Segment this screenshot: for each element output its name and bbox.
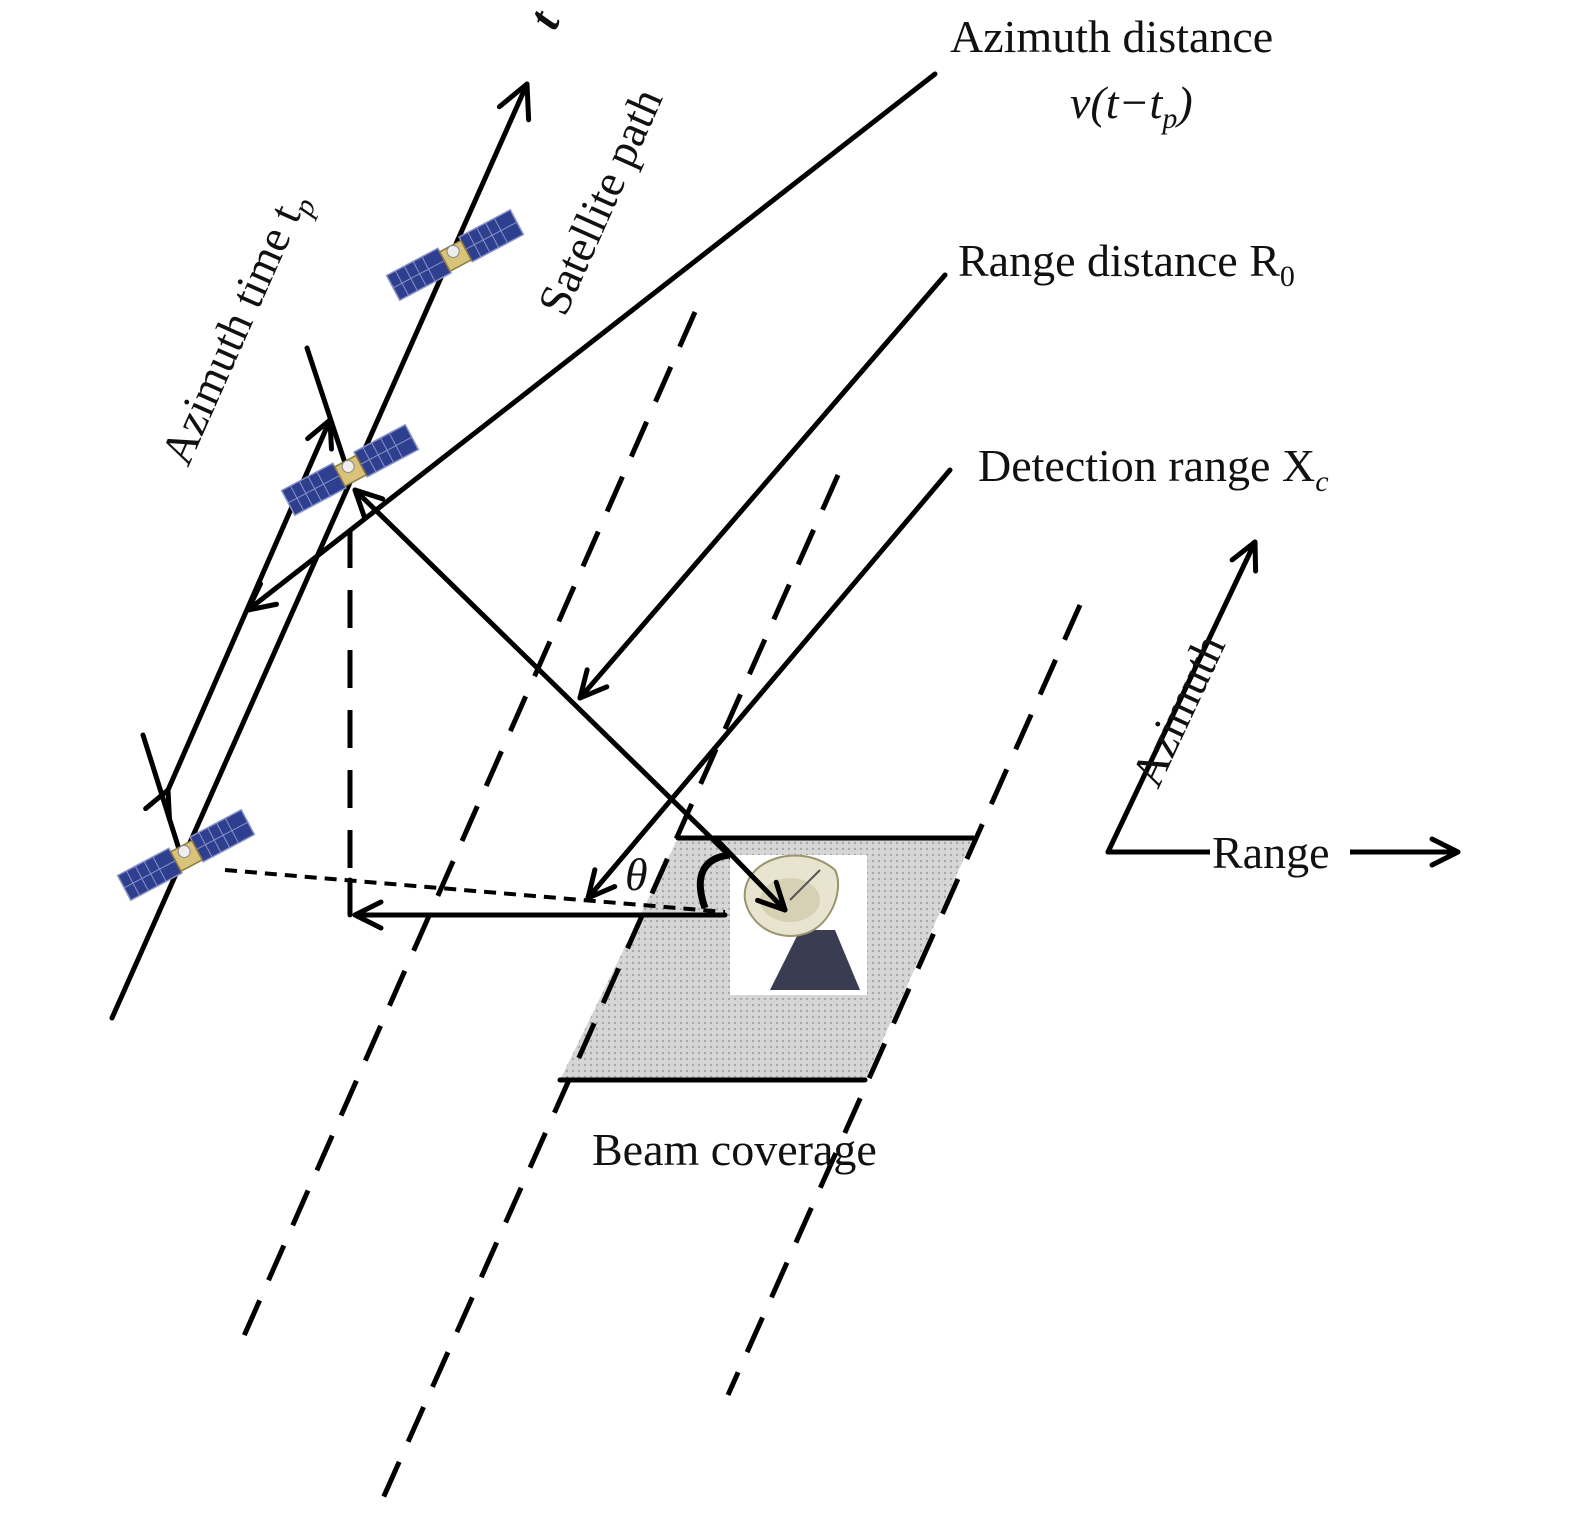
range-distance-label: Range distance R0: [958, 235, 1295, 293]
beam-coverage-label: Beam coverage: [592, 1124, 877, 1175]
azimuth-distance-label: Azimuth distance: [950, 11, 1273, 62]
detection-range-leader: [585, 467, 953, 901]
azimuth-distance-leader: [245, 71, 938, 613]
satellite-path-label: Satellite path: [528, 81, 673, 322]
theta-label: θ: [625, 849, 648, 900]
dashed-line-3: [725, 603, 1083, 1397]
theta-angle-arc: [696, 851, 731, 910]
azimuth-time-tick-bottom: [140, 732, 187, 868]
satellite-icon: [116, 809, 256, 901]
azimuth-distance-formula: v(t−tp): [1070, 77, 1193, 135]
azimuth-time-tick-top: [304, 345, 353, 481]
t-axis-label: t: [518, 2, 570, 36]
satellite-icon: [280, 424, 420, 516]
satellite-icon: [385, 209, 525, 301]
axis-azimuth-line: [1105, 539, 1259, 855]
range-label-bg: [1210, 830, 1350, 874]
dotted-baseline: [224, 868, 726, 914]
azimuth-time-label: Azimuth time tp: [151, 183, 323, 475]
range-distance-leader: [577, 272, 948, 701]
range-distance-line: [352, 487, 816, 940]
detection-range-label: Detection range Xc: [978, 440, 1329, 498]
axis-azimuth-label: Azimuth: [1121, 627, 1235, 794]
axis-range-label: Range: [1212, 827, 1330, 878]
range-arrow-to-radar: [712, 835, 788, 913]
azimuth-time-arrow: [143, 417, 334, 822]
